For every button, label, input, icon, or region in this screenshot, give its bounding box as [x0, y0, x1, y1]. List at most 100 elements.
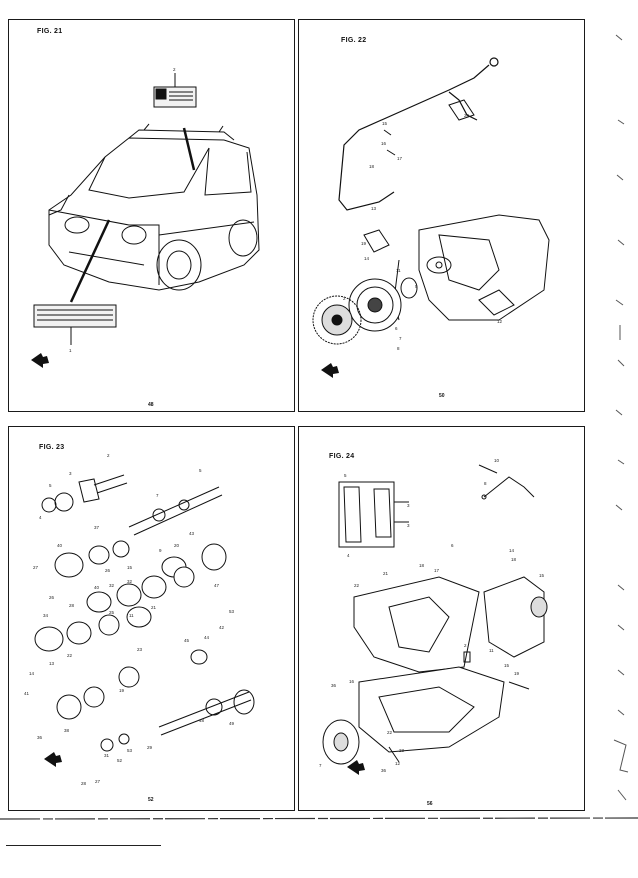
svg-text:11: 11	[396, 268, 401, 273]
svg-text:16: 16	[349, 679, 355, 684]
svg-text:26: 26	[49, 595, 55, 600]
svg-text:27: 27	[33, 565, 39, 570]
svg-text:18: 18	[511, 557, 517, 562]
svg-text:19: 19	[361, 241, 367, 246]
svg-text:5: 5	[49, 483, 52, 488]
svg-text:36: 36	[37, 735, 43, 740]
svg-text:22: 22	[354, 583, 360, 588]
svg-text:53: 53	[229, 609, 235, 614]
svg-text:3: 3	[407, 523, 410, 528]
figure-24-title: FIG. 24	[329, 453, 355, 460]
label-plate-top	[153, 73, 197, 108]
svg-text:14: 14	[29, 671, 35, 676]
svg-text:36: 36	[331, 683, 337, 688]
lower-case	[358, 666, 505, 753]
front-cover	[322, 719, 360, 765]
figure-22-title: FIG. 22	[341, 37, 367, 44]
scan-edge-marks	[613, 34, 629, 801]
svg-text:19: 19	[514, 671, 520, 676]
page-number-48: 48	[148, 402, 154, 408]
svg-text:5: 5	[344, 473, 347, 478]
svg-text:10: 10	[494, 458, 500, 463]
svg-text:15: 15	[539, 573, 545, 578]
svg-text:9: 9	[159, 548, 162, 553]
figure-22-panel: FIG. 22	[298, 19, 585, 412]
svg-text:26: 26	[105, 568, 111, 573]
svg-text:36: 36	[381, 768, 387, 773]
svg-text:53: 53	[127, 748, 133, 753]
scan-bottom-edge	[0, 817, 638, 820]
svg-text:23: 23	[399, 748, 405, 753]
callout-leaders	[69, 127, 196, 303]
svg-text:14: 14	[364, 256, 370, 261]
vehicle-body	[48, 123, 260, 291]
svg-text:4: 4	[347, 553, 350, 558]
page-number-56: 56	[427, 801, 433, 807]
svg-text:31: 31	[104, 753, 110, 758]
output-shaft	[100, 689, 255, 752]
shift-cable	[478, 464, 535, 500]
figure-23-panel: FIG. 23	[8, 426, 295, 811]
upper-case	[353, 576, 480, 673]
svg-text:38: 38	[64, 728, 70, 733]
svg-text:15: 15	[504, 663, 510, 668]
clutch-cable	[338, 57, 499, 211]
svg-text:37: 37	[94, 525, 100, 530]
svg-text:19: 19	[119, 688, 125, 693]
svg-text:6: 6	[451, 543, 454, 548]
svg-text:2: 2	[343, 296, 346, 301]
front-arrow-icon	[44, 752, 62, 767]
svg-text:28: 28	[81, 781, 87, 786]
svg-text:40: 40	[57, 543, 63, 548]
svg-text:22: 22	[387, 730, 393, 735]
svg-text:6: 6	[395, 326, 398, 331]
svg-text:11: 11	[129, 613, 134, 618]
bracket-plate	[478, 289, 515, 316]
svg-text:8: 8	[484, 481, 487, 486]
front-arrow-icon	[321, 363, 339, 378]
clutch-cover	[348, 278, 402, 332]
input-shaft	[41, 474, 128, 513]
callout-1: 1	[69, 348, 72, 353]
svg-text:14: 14	[509, 548, 515, 553]
svg-text:21: 21	[383, 571, 389, 576]
gear-row-4	[56, 649, 208, 720]
svg-text:3: 3	[69, 471, 72, 476]
svg-text:5: 5	[415, 284, 418, 289]
svg-text:47: 47	[214, 583, 220, 588]
svg-text:48: 48	[199, 718, 205, 723]
svg-text:3: 3	[407, 503, 410, 508]
svg-text:20: 20	[464, 113, 470, 118]
callout-2: 2	[173, 67, 176, 72]
svg-text:52: 52	[117, 758, 123, 763]
svg-text:27: 27	[95, 779, 101, 784]
label-plate-bottom	[33, 304, 117, 345]
svg-text:13: 13	[371, 206, 377, 211]
svg-text:7: 7	[399, 336, 402, 341]
svg-text:2: 2	[464, 643, 467, 648]
figure-21-panel: FIG. 21 2	[8, 19, 295, 412]
svg-text:49: 49	[229, 721, 235, 726]
svg-text:32: 32	[127, 579, 133, 584]
svg-text:17: 17	[397, 156, 403, 161]
svg-text:23: 23	[137, 647, 143, 652]
svg-text:44: 44	[204, 635, 210, 640]
svg-text:22: 22	[67, 653, 73, 658]
svg-text:15: 15	[127, 565, 133, 570]
svg-text:7: 7	[156, 493, 159, 498]
shift-fork-assembly	[338, 481, 409, 548]
svg-text:4: 4	[39, 515, 42, 520]
svg-text:2: 2	[107, 453, 110, 458]
figure-23-title: FIG. 23	[39, 444, 65, 451]
svg-text:25: 25	[109, 610, 115, 615]
svg-text:32: 32	[109, 583, 115, 588]
transmission-housing	[418, 214, 550, 321]
svg-text:5: 5	[199, 468, 202, 473]
svg-text:45: 45	[184, 638, 190, 643]
svg-text:41: 41	[24, 691, 30, 696]
small-parts	[388, 651, 530, 763]
